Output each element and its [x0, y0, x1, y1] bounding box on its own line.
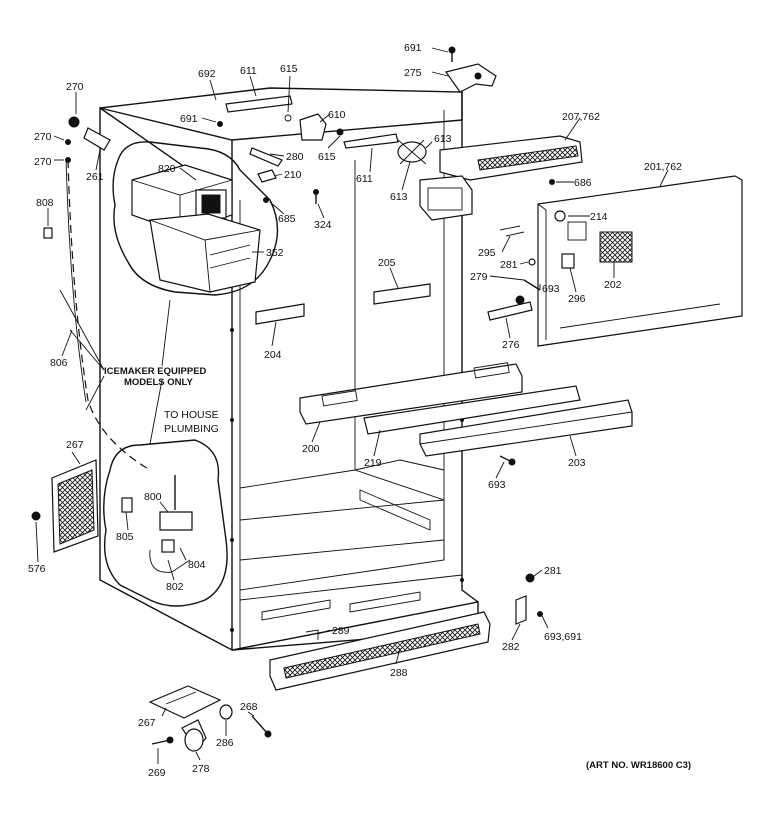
label-280: 280: [286, 151, 304, 163]
label-267-bottom: 267: [138, 717, 156, 729]
label-281-low: 281: [544, 565, 562, 577]
label-613-top: 613: [434, 133, 452, 145]
plumbing-note-line2: PLUMBING: [164, 423, 219, 435]
icemaker-note-line2: MODELS ONLY: [124, 377, 193, 388]
label-693-691: 693,691: [544, 631, 582, 643]
fan-evaporator-parts: [43, 46, 583, 239]
label-270-top: 270: [66, 81, 84, 93]
label-802: 802: [166, 581, 184, 593]
control-panel: [487, 175, 743, 347]
label-691-left: 691: [180, 113, 198, 125]
plumbing-note-line1: TO HOUSE: [164, 409, 219, 421]
label-210: 210: [284, 169, 302, 181]
label-288: 288: [390, 667, 408, 679]
label-615-top: 615: [280, 63, 298, 75]
label-200: 200: [302, 443, 320, 455]
label-275: 275: [404, 67, 422, 79]
icemaker-note-line1: ICEMAKER EQUIPPED: [104, 366, 207, 377]
mullion-rails: [299, 362, 633, 466]
icemaker-callout: [112, 141, 279, 296]
label-201-762: 201,762: [644, 161, 682, 173]
label-324: 324: [314, 219, 332, 231]
label-278: 278: [192, 763, 210, 775]
label-270-mid: 270: [34, 131, 52, 143]
label-214: 214: [590, 211, 608, 223]
part-labels: 691 275 270 270 270 692 611 615 691 610 …: [28, 42, 682, 779]
left-grille: [31, 459, 99, 553]
label-691-top: 691: [404, 42, 422, 54]
notes: ICEMAKER EQUIPPED MODELS ONLY TO HOUSE P…: [104, 366, 691, 771]
label-686: 686: [574, 177, 592, 189]
label-269: 269: [148, 767, 166, 779]
label-685: 685: [278, 213, 296, 225]
label-261: 261: [86, 171, 104, 183]
label-268: 268: [240, 701, 258, 713]
label-219: 219: [364, 457, 382, 469]
label-693-mid: 693: [542, 283, 560, 295]
label-279: 279: [470, 271, 488, 283]
label-800: 800: [144, 491, 162, 503]
label-276: 276: [502, 339, 520, 351]
label-203: 203: [568, 457, 586, 469]
label-282: 282: [502, 641, 520, 653]
label-693-low: 693: [488, 479, 506, 491]
label-692: 692: [198, 68, 216, 80]
label-352: 352: [266, 247, 284, 259]
leader-lines: [35, 47, 669, 764]
label-295: 295: [478, 247, 496, 259]
art-number: (ART NO. WR18600 C3): [586, 760, 691, 771]
label-804: 804: [188, 559, 206, 571]
label-205: 205: [378, 257, 396, 269]
label-286: 286: [216, 737, 234, 749]
label-289: 289: [332, 625, 350, 637]
label-611-mid: 611: [356, 173, 373, 185]
label-613-mid: 613: [390, 191, 408, 203]
label-296: 296: [568, 293, 586, 305]
label-806: 806: [50, 357, 68, 369]
label-281-mid: 281: [500, 259, 518, 271]
bottom-parts: [148, 573, 543, 752]
label-204: 204: [264, 349, 282, 361]
label-610: 610: [328, 109, 346, 121]
plumbing-callout: [103, 439, 228, 607]
label-202: 202: [604, 279, 622, 291]
label-805: 805: [116, 531, 134, 543]
label-611-top: 611: [240, 65, 257, 77]
label-576: 576: [28, 563, 46, 575]
label-267-left: 267: [66, 439, 84, 451]
label-270-low: 270: [34, 156, 52, 168]
water-tube: [65, 157, 151, 471]
label-820: 820: [158, 163, 176, 175]
label-808: 808: [36, 197, 54, 209]
inner-brackets: [255, 283, 431, 325]
label-207-762: 207,762: [562, 111, 600, 123]
label-615-mid: 615: [318, 151, 336, 163]
